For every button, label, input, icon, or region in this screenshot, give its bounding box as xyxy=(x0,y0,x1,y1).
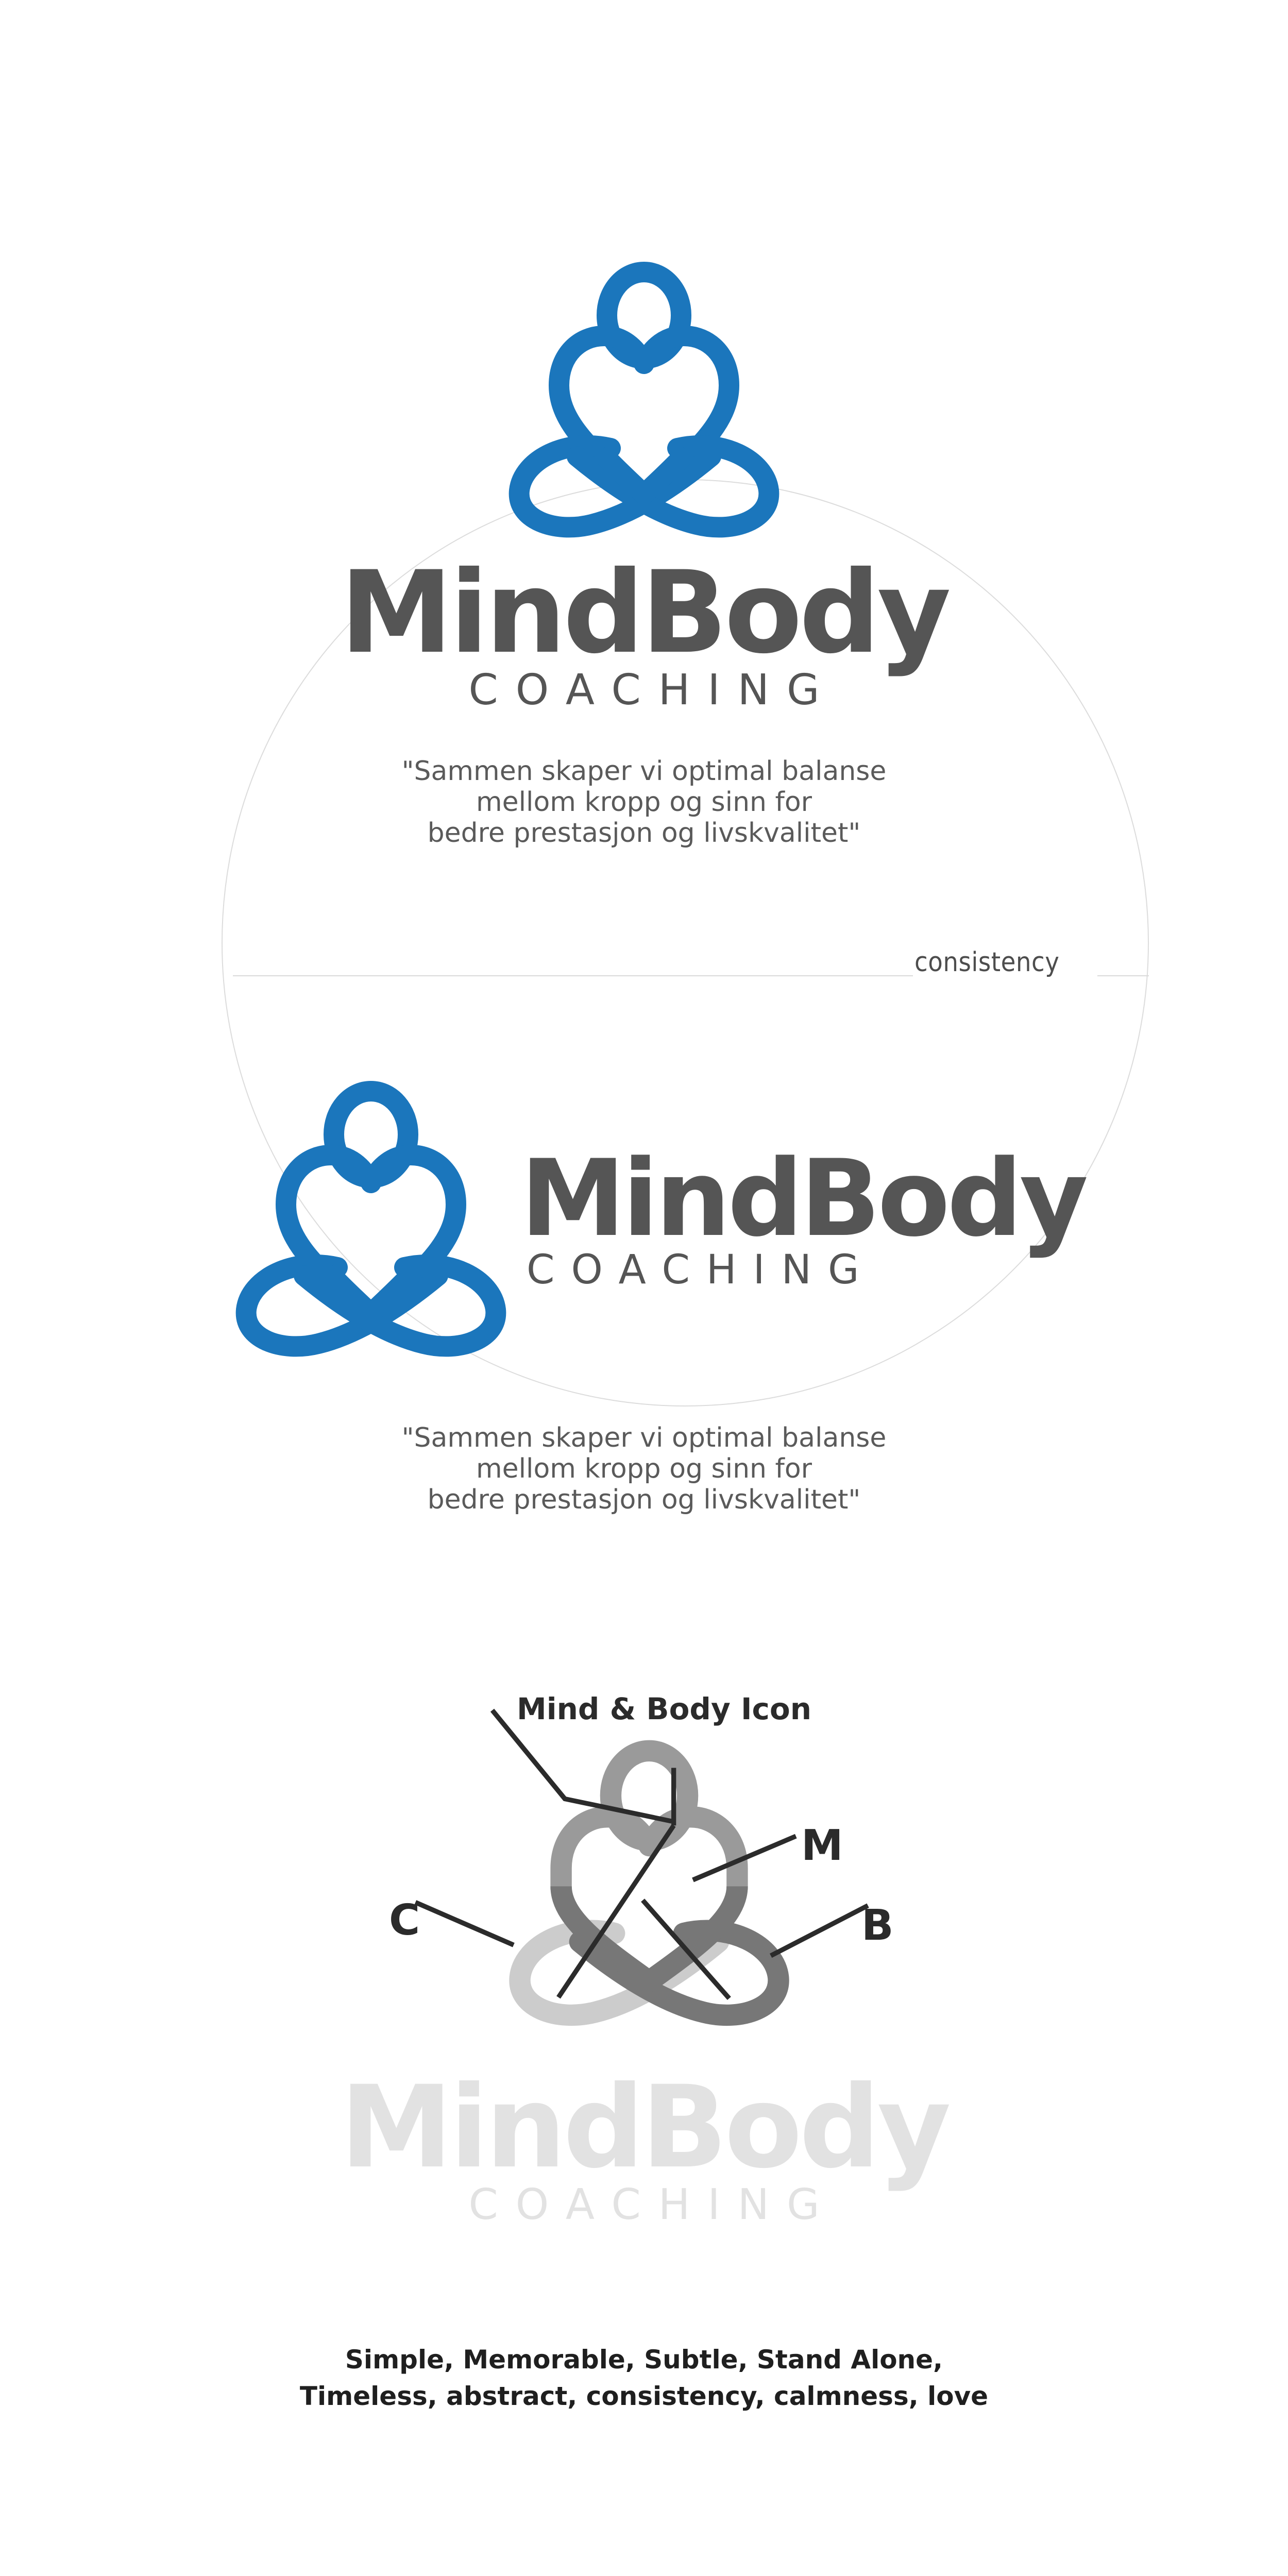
callout-label-c: C xyxy=(389,1896,420,1945)
ghost-wordmark: MindBody xyxy=(340,2061,951,2193)
ghost-descriptor: COACHING xyxy=(468,2180,837,2229)
callout-label-b: B xyxy=(861,1901,894,1950)
horizontal-descriptor: COACHING xyxy=(527,1247,876,1293)
callout-label-mind-body-icon: Mind & Body Icon xyxy=(517,1691,812,1726)
mind-body-icon-blue xyxy=(509,262,779,538)
stacked-descriptor: COACHING xyxy=(468,666,837,715)
mind-body-icon-grayscale xyxy=(414,1708,869,2026)
horizontal-tagline: "Sammen skaper vi optimal balanse mellom… xyxy=(401,1422,887,1515)
leader-line-m xyxy=(692,1834,797,1883)
stacked-wordmark: MindBody xyxy=(340,547,951,679)
horizontal-wordmark: MindBody xyxy=(520,1138,1088,1260)
leader-line-mind-body-icon xyxy=(490,1708,672,1824)
leader-line-diagonal-right xyxy=(641,1899,731,2000)
leader-line-b xyxy=(770,1903,869,1958)
consistency-guide-line-left xyxy=(233,975,913,976)
icon-heart-upper-m-gray xyxy=(550,1806,748,1890)
consistency-label: consistency xyxy=(914,947,1060,978)
icon-heart-point-overlay xyxy=(319,1263,422,1324)
callout-label-m: M xyxy=(801,1821,843,1870)
leader-line-c xyxy=(414,1900,515,1947)
leader-line-diagonal-left xyxy=(556,1824,676,1999)
icon-heart-point-overlay xyxy=(592,444,696,505)
icon-heart-blue xyxy=(549,326,739,505)
stacked-tagline: "Sammen skaper vi optimal balanse mellom… xyxy=(401,756,887,849)
primary-logo-mark xyxy=(505,262,783,556)
brand-keywords: Simple, Memorable, Subtle, Stand Alone, … xyxy=(299,2345,989,2411)
icon-heart-blue xyxy=(276,1145,466,1324)
mind-body-icon-blue-horizontal xyxy=(235,1081,506,1357)
callout-leader-lines xyxy=(414,1708,869,2000)
horizontal-logo-mark xyxy=(232,1081,510,1376)
construction-logo-mark xyxy=(414,1708,869,2045)
consistency-guide-line-right xyxy=(1097,975,1149,976)
icon-heart-lower-gray xyxy=(550,1886,748,1992)
